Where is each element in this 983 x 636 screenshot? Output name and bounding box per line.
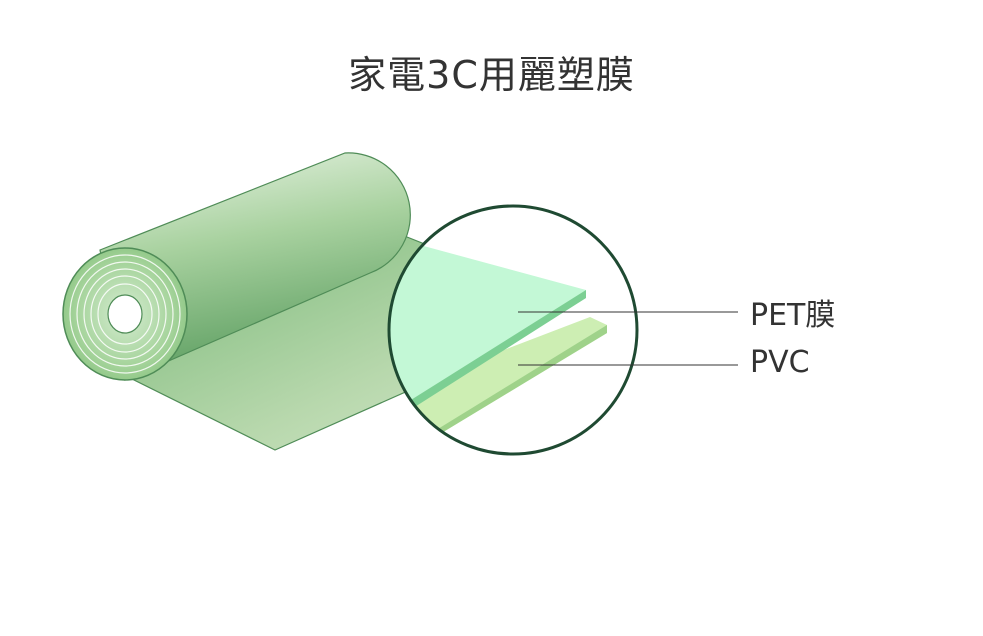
pvc-layer-label: PVC: [750, 345, 810, 380]
pet-layer-label: PET膜: [750, 298, 836, 333]
pvc-layer: [389, 317, 607, 440]
diagram-title: 家電3C用麗塑膜: [348, 53, 635, 97]
magnified-layers: [387, 204, 639, 456]
roll-core-hole: [107, 294, 143, 334]
roll-winding-rings: [69, 254, 181, 374]
pet-layer: [389, 215, 586, 405]
